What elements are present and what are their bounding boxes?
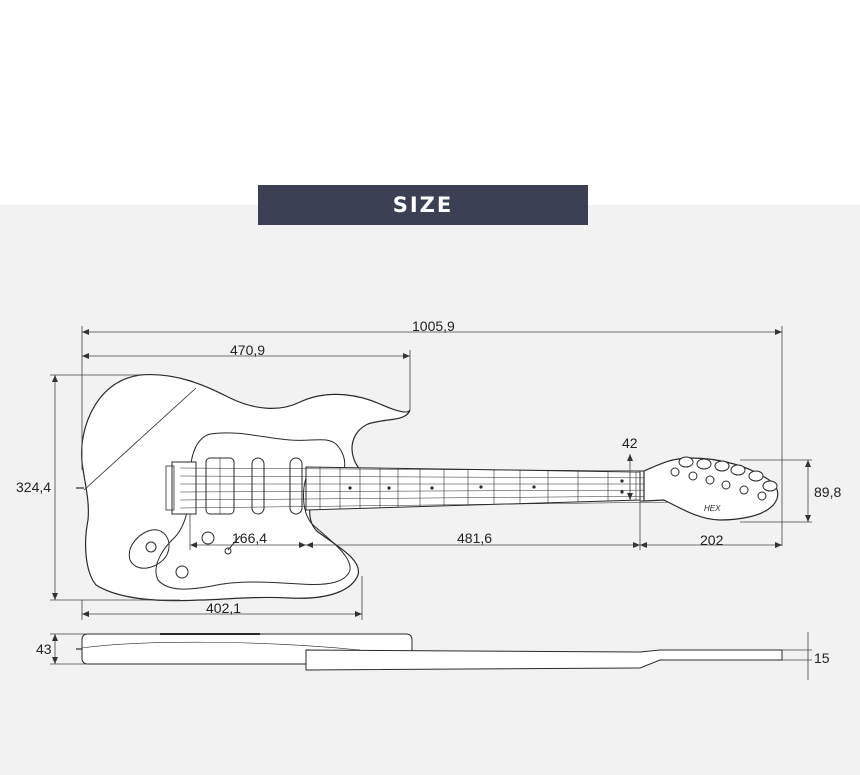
dim-neck-width: 42: [622, 435, 638, 451]
body-contour: [83, 387, 197, 491]
dim-bridge-to-body: 166,4: [232, 530, 268, 546]
fret-markers: [348, 479, 624, 494]
dim-headstock-length: 202: [700, 532, 724, 548]
frets: [319, 467, 637, 510]
side-neck: [305, 649, 783, 671]
pickguard: [155, 432, 351, 590]
tone-knob: [175, 565, 189, 579]
pickup-middle: [251, 457, 265, 515]
dim-body-length: 470,9: [230, 342, 266, 358]
size-banner: SIZE: [258, 185, 588, 225]
tuner-posts: [670, 467, 767, 501]
fretboard: [305, 466, 641, 511]
dim-headstock-width: 89,8: [814, 484, 842, 500]
strings: [179, 467, 681, 509]
dim-fretboard-length: 481,6: [457, 530, 493, 546]
pickup-neck: [289, 457, 303, 515]
headstock-logo: HEX: [704, 504, 721, 513]
dim-body-width: 324,4: [16, 479, 52, 495]
jack-socket: [145, 541, 157, 553]
dim-lower-body-length: 402,1: [206, 600, 242, 616]
tuners: [678, 456, 778, 492]
bridge: [171, 461, 197, 515]
jack-plate: [128, 529, 170, 569]
dim-headstock-thickness: 15: [814, 650, 830, 666]
dim-overall-length: 1005,9: [412, 318, 455, 334]
dim-body-thickness: 43: [36, 641, 52, 657]
